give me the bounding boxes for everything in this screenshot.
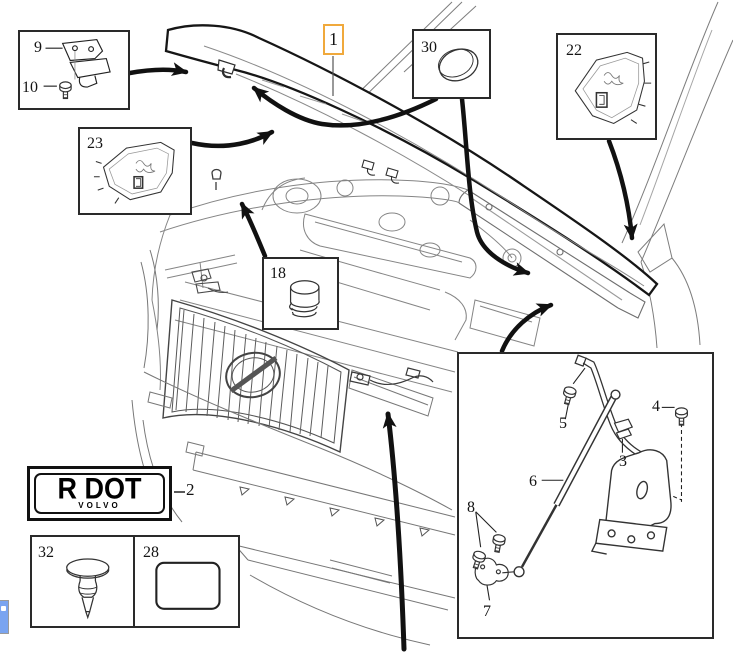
part-number-7: 7: [483, 603, 491, 620]
callout-box-23[interactable]: 23: [78, 127, 192, 215]
callout-arrows: [127, 62, 638, 652]
part-number-10: 10: [22, 79, 38, 96]
callout-box-32[interactable]: 32: [30, 535, 135, 628]
gas-strut: [513, 389, 621, 578]
cowl-side-panel-left-art: [93, 141, 175, 204]
callout-label-2[interactable]: 2: [186, 480, 195, 499]
callout-box-22[interactable]: 22: [556, 33, 657, 140]
part-number-3: 3: [619, 453, 627, 470]
part-number-32: 32: [38, 544, 54, 561]
callout-box-hinge-strut[interactable]: 5 3 4 6 8 7: [457, 352, 714, 639]
pad-art: [155, 561, 221, 610]
callout-box-28[interactable]: 28: [133, 535, 240, 628]
callout-box-9-10[interactable]: 9 10: [18, 30, 130, 110]
part-number-5: 5: [559, 415, 567, 432]
rubber-buffer-target: [211, 168, 222, 190]
rubber-buffer-art: [289, 280, 320, 318]
hood-hinge-strut-art: [469, 354, 688, 601]
hood-striker: [217, 59, 236, 79]
part-number-4: 4: [652, 398, 660, 415]
part-number-23: 23: [87, 135, 103, 152]
callout-label-1-highlighted[interactable]: 1: [323, 24, 344, 55]
plate-text: R DOT: [57, 472, 142, 506]
rdot-plate-inner: R DOT VOLVO: [34, 473, 165, 514]
browser-extension-tab[interactable]: [0, 600, 9, 634]
front-grille: [162, 299, 350, 454]
push-pin-clip-art: [66, 558, 110, 620]
part-number-28: 28: [143, 544, 159, 561]
part-number-6: 6: [529, 473, 537, 490]
hood-latch-left: [191, 268, 229, 294]
part-number-1: 1: [329, 29, 338, 49]
plate-brand-volvo: VOLVO: [78, 501, 121, 511]
callout-box-18[interactable]: 18: [262, 257, 339, 330]
part-number-8: 8: [467, 499, 475, 516]
striker-bracket-art: [43, 38, 111, 100]
callout-box-30[interactable]: 30: [412, 29, 491, 99]
hood-latch-front: [349, 367, 434, 386]
oval-plug-art: [437, 48, 479, 82]
part-number-22: 22: [566, 42, 582, 59]
cowl-panel: [458, 189, 646, 319]
hood-clips: [361, 159, 400, 184]
part-number-18: 18: [270, 265, 286, 282]
windshield-lines: [346, 1, 733, 349]
rdot-plate: R DOT VOLVO: [27, 466, 172, 521]
extension-icon: [1, 606, 6, 611]
cowl-side-panel-right-art: [574, 51, 652, 125]
volvo-badge: [225, 351, 281, 399]
part-number-9: 9: [34, 39, 42, 56]
part-number-30: 30: [421, 39, 437, 56]
